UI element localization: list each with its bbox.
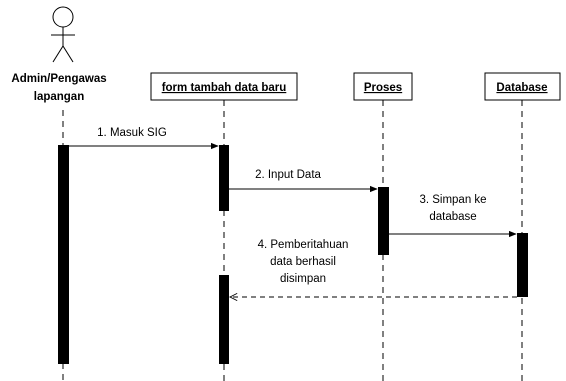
actor-name-line1: Admin/Pengawas: [11, 73, 106, 85]
message-label-4-line2: data berhasil: [270, 256, 336, 268]
activation-bar-database: [517, 233, 528, 297]
lifeline-header-form: form tambah data baru: [150, 72, 298, 101]
message-label-3-line2: database: [429, 211, 476, 223]
activation-bar-actor: [58, 145, 69, 364]
lifeline-label-database: Database: [496, 82, 547, 94]
lifeline-header-proses: Proses: [353, 72, 413, 101]
message-label-1: 1. Masuk SIG: [97, 127, 167, 139]
message-label-2: 2. Input Data: [255, 169, 321, 181]
activation-bar-proses: [378, 187, 389, 255]
actor-name-line2: lapangan: [34, 91, 84, 103]
activation-bar-form-1: [219, 145, 229, 211]
actor-stick-figure-icon: [51, 6, 75, 63]
message-label-3-line1: 3. Simpan ke: [419, 194, 486, 206]
message-label-4-line1: 4. Pemberitahuan: [258, 239, 349, 251]
lifeline-label-proses: Proses: [364, 82, 402, 94]
lifeline-header-database: Database: [484, 72, 561, 101]
message-label-4-line3: disimpan: [280, 273, 326, 285]
activation-bar-form-2: [219, 275, 229, 364]
lifeline-label-form: form tambah data baru: [162, 82, 287, 94]
